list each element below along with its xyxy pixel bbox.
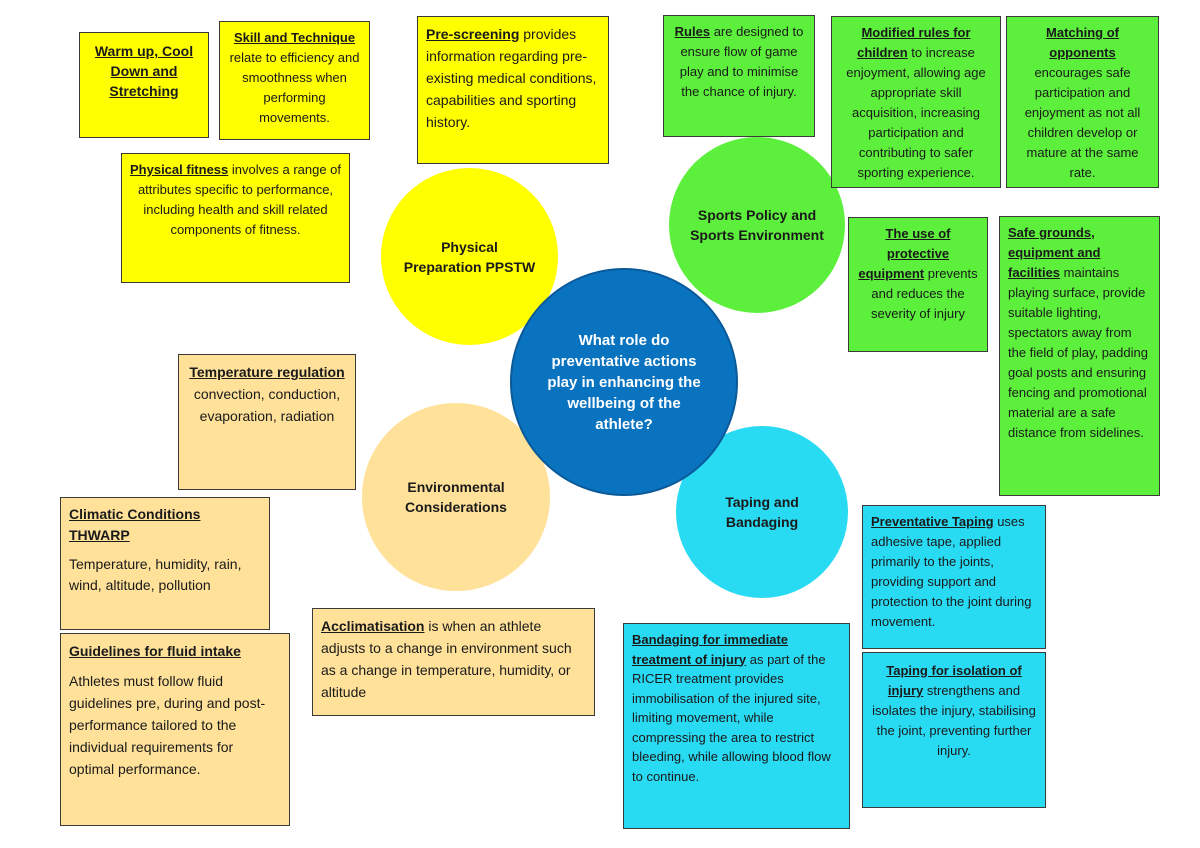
skill-technique-box: Skill and Technique relate to efficiency…: [219, 21, 370, 140]
skill-technique-title: Skill and Technique: [233, 30, 356, 45]
protective-equipment-box: The use of protective equipment prevents…: [848, 217, 988, 352]
preventative-taping-text: uses adhesive tape, applied primarily to…: [871, 514, 1032, 629]
warm-up-title: Warm up, Cool Down and Stretching: [94, 43, 194, 99]
protective-equipment-text: prevents and reduces the severity of inj…: [871, 266, 978, 321]
environmental-circle: Environmental Considerations: [362, 403, 550, 591]
acclimatisation-text: is when an athlete adjusts to a change i…: [321, 618, 572, 700]
safe-grounds-text: maintains playing surface, provide suita…: [1008, 265, 1148, 440]
acclimatisation-box: Acclimatisation is when an athlete adjus…: [312, 608, 595, 716]
bandaging-text: as part of the RICER treatment provides …: [632, 651, 831, 784]
climatic-conditions-box: Climatic Conditions THWARP Temperature, …: [60, 497, 270, 630]
taping-label: Taping and Bandaging: [725, 494, 799, 530]
rules-text: are designed to ensure flow of game play…: [679, 24, 804, 99]
pre-screening-box: Pre-screening provides information regar…: [417, 16, 609, 164]
bandaging-box: Bandaging for immediate treatment of inj…: [623, 623, 850, 829]
matching-opponents-title: Matching of opponents: [1046, 25, 1119, 60]
safe-grounds-title: Safe grounds, equipment and facilities: [1008, 225, 1101, 280]
temperature-regulation-box: Temperature regulation convection, condu…: [178, 354, 356, 490]
physical-preparation-circle: Physical Preparation PPSTW: [381, 168, 558, 345]
pre-screening-title: Pre-screening: [426, 26, 520, 42]
warm-up-box: Warm up, Cool Down and Stretching: [79, 32, 209, 138]
fluid-intake-text: Athletes must follow fluid guidelines pr…: [69, 673, 266, 777]
physical-fitness-title: Physical fitness: [130, 162, 229, 177]
central-question-circle: What role do preventative actions play i…: [510, 268, 738, 496]
skill-technique-text: relate to efficiency and smoothness when…: [229, 50, 360, 125]
taping-isolation-box: Taping for isolation of injury strengthe…: [862, 652, 1046, 808]
physical-preparation-label: Physical Preparation PPSTW: [403, 238, 536, 275]
central-question: What role do preventative actions play i…: [547, 331, 701, 433]
temperature-regulation-text: convection, conduction, evaporation, rad…: [193, 386, 341, 424]
acclimatisation-title: Acclimatisation: [321, 618, 425, 634]
climatic-conditions-title: Climatic Conditions THWARP: [69, 506, 201, 543]
modified-rules-title: Modified rules for children: [857, 25, 971, 60]
matching-opponents-text: encourages safe participation and enjoym…: [1024, 65, 1141, 180]
rules-box: Rules are designed to ensure flow of gam…: [663, 15, 815, 137]
pre-screening-text: provides information regarding pre-exist…: [426, 26, 597, 130]
temperature-regulation-title: Temperature regulation: [189, 364, 345, 380]
physical-fitness-box: Physical fitness involves a range of att…: [121, 153, 350, 283]
environmental-label: Environmental Considerations: [405, 479, 507, 515]
matching-opponents-box: Matching of opponents encourages safe pa…: [1006, 16, 1159, 188]
safe-grounds-box: Safe grounds, equipment and facilities m…: [999, 216, 1160, 496]
modified-rules-text: to increase enjoyment, allowing age appr…: [846, 45, 986, 180]
preventative-taping-title: Preventative Taping: [871, 514, 994, 529]
protective-equipment-title: The use of protective equipment: [858, 226, 951, 281]
fluid-intake-box: Guidelines for fluid intake Athletes mus…: [60, 633, 290, 826]
bandaging-title: Bandaging for immediate treatment of inj…: [632, 632, 789, 667]
modified-rules-box: Modified rules for children to increase …: [831, 16, 1001, 188]
physical-fitness-text: involves a range of attributes specific …: [137, 162, 342, 237]
taping-isolation-title: Taping for isolation of injury: [886, 663, 1022, 698]
sports-policy-circle: Sports Policy and Sports Environment: [669, 137, 845, 313]
sports-policy-label: Sports Policy and Sports Environment: [690, 207, 824, 243]
preventative-taping-box: Preventative Taping uses adhesive tape, …: [862, 505, 1046, 649]
climatic-conditions-text: Temperature, humidity, rain, wind, altit…: [69, 556, 242, 593]
taping-isolation-text: strengthens and isolates the injury, sta…: [872, 683, 1036, 758]
fluid-intake-title: Guidelines for fluid intake: [69, 643, 241, 659]
rules-title: Rules: [674, 24, 711, 39]
